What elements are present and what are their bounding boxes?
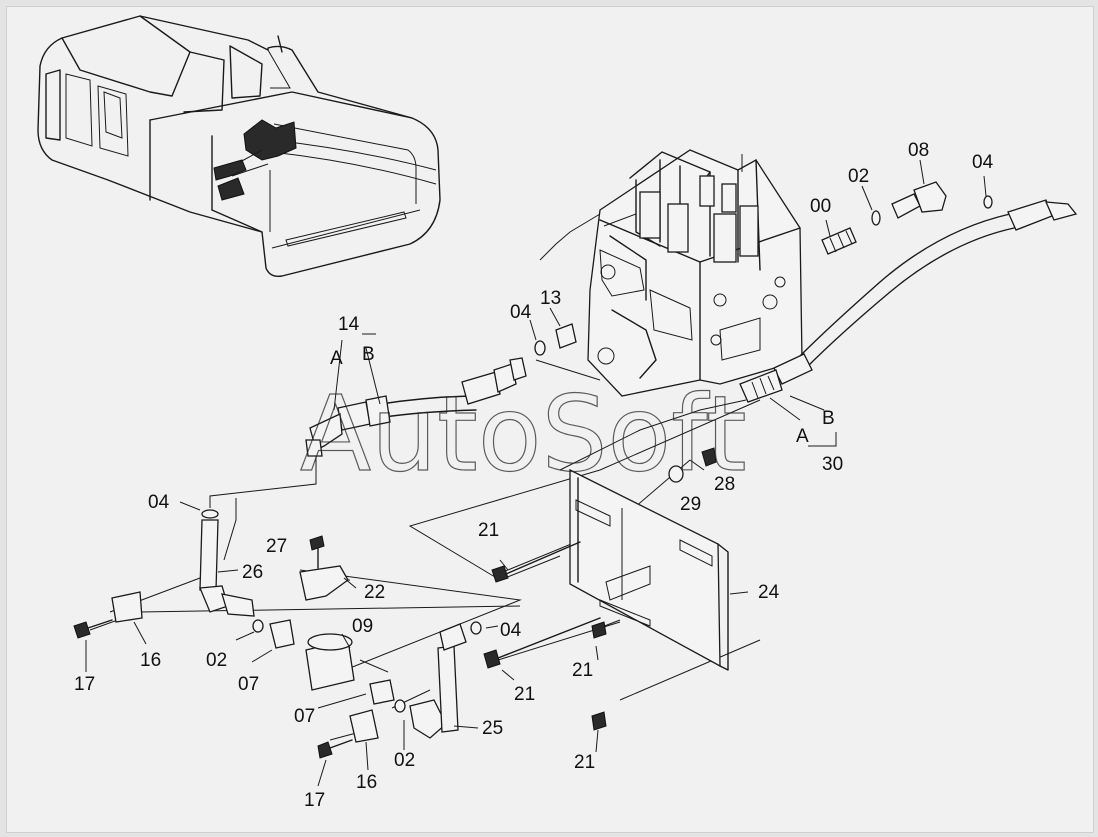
label-b-right: B [822, 408, 835, 429]
label-09: 09 [352, 616, 373, 637]
label-leaders [85, 159, 987, 787]
label-25: 25 [482, 718, 503, 739]
upper-right-fittings [739, 181, 1078, 403]
label-28: 28 [714, 474, 735, 495]
label-27: 27 [266, 536, 287, 557]
label-a-left: A [330, 348, 343, 369]
label-08: 08 [908, 140, 929, 161]
label-02-top: 02 [848, 166, 869, 187]
label-29: 29 [680, 494, 701, 515]
label-07-bottom: 07 [294, 706, 315, 727]
label-14: 14 [338, 314, 360, 335]
bolt-21-low [483, 617, 601, 669]
label-16-bottom: 16 [356, 772, 377, 793]
control-valve-assembly [587, 149, 803, 397]
label-21-top: 21 [478, 520, 499, 541]
valve-thumbnail [213, 119, 297, 201]
label-17-left: 17 [74, 674, 95, 695]
label-21-bottom: 21 [574, 752, 595, 773]
label-02-bottom: 02 [394, 750, 415, 771]
bolt-17-left [73, 619, 113, 639]
label-02-left: 02 [206, 650, 227, 671]
label-b-left: B [362, 344, 375, 365]
label-07-left: 07 [238, 674, 259, 695]
bolt-21-mid [591, 621, 607, 639]
bolt-27 [309, 535, 325, 569]
label-04-top-right: 04 [972, 152, 994, 173]
fitting-28-29 [668, 447, 717, 483]
label-22: 22 [364, 582, 385, 603]
label-04-left: 04 [148, 492, 170, 513]
label-13: 13 [540, 288, 561, 309]
label-30: 30 [822, 454, 843, 475]
label-21-mid: 21 [572, 660, 593, 681]
part-labels: 00 02 08 04 04 13 14 A B B A 30 29 28 04… [74, 140, 994, 811]
bolt-17-bottom [317, 739, 353, 759]
label-00: 00 [810, 196, 831, 217]
watermark: AutoSoft [300, 373, 747, 495]
bolt-21-bottom [591, 711, 607, 731]
label-04-lower: 04 [500, 620, 522, 641]
label-a-right: A [796, 426, 809, 447]
label-21-low: 21 [514, 684, 535, 705]
left-hose-assembly [305, 323, 577, 457]
excavator-overview [37, 15, 441, 278]
label-26: 26 [242, 562, 263, 583]
bolt-21-top [491, 541, 581, 583]
diagram-frame [6, 6, 1094, 833]
bolts [73, 535, 607, 759]
label-17-bottom: 17 [304, 790, 325, 811]
lower-plumbing [111, 509, 482, 743]
label-04-mid: 04 [510, 302, 532, 323]
label-24: 24 [758, 582, 780, 603]
label-16-left: 16 [140, 650, 161, 671]
